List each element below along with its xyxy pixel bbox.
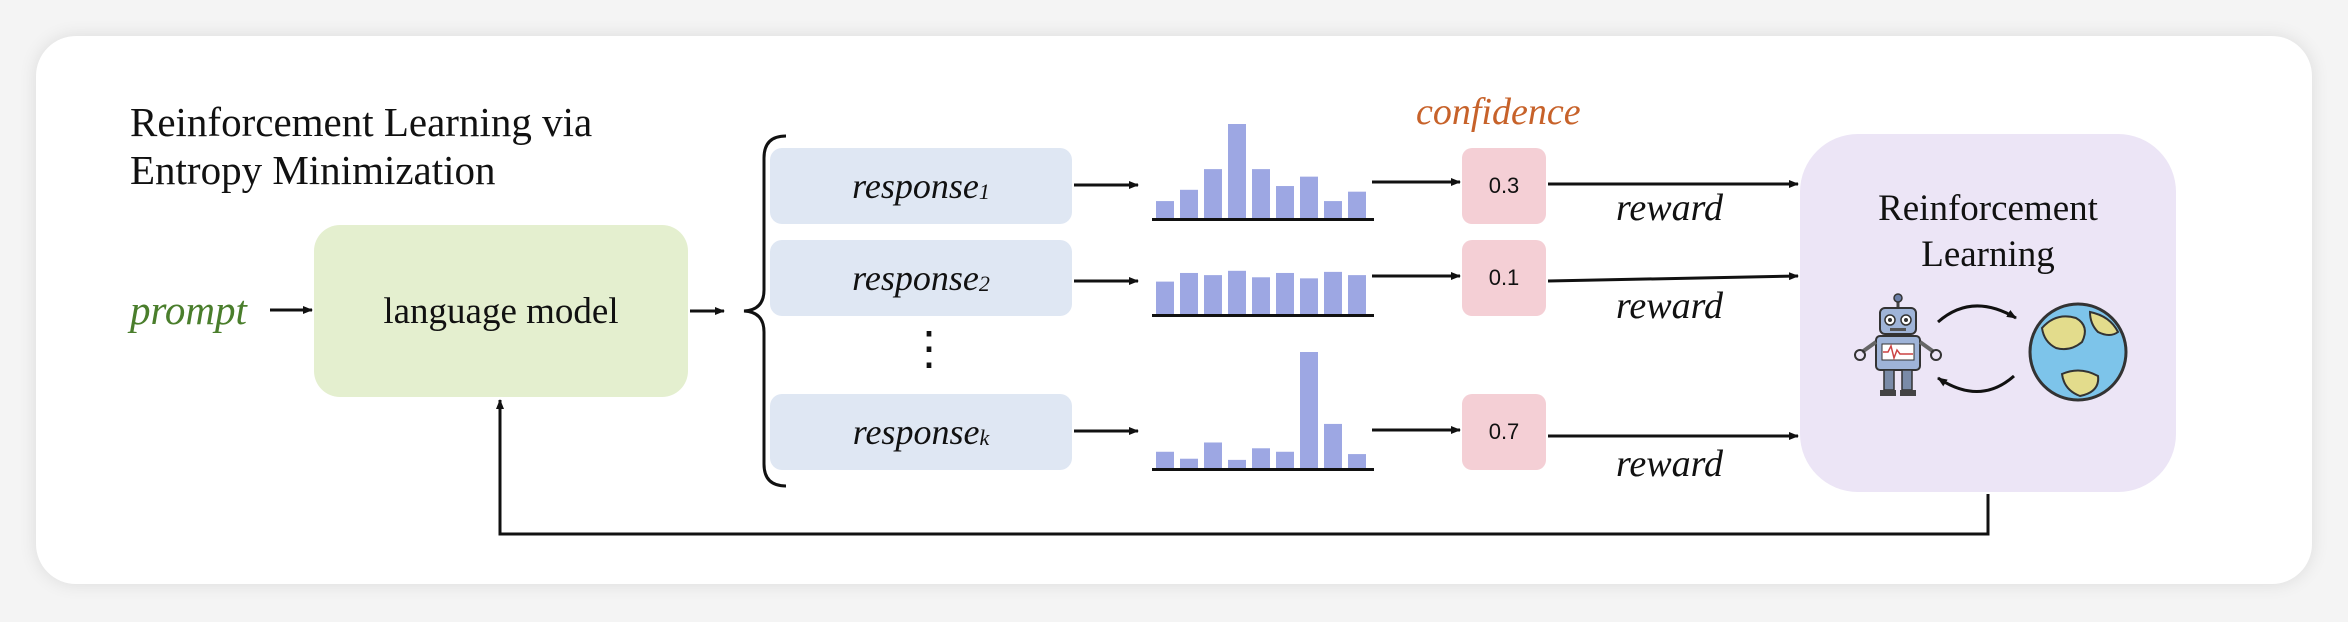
distribution-bar bbox=[1252, 169, 1270, 218]
globe-icon bbox=[2028, 302, 2128, 402]
distribution-bar bbox=[1252, 448, 1270, 468]
response-label: response bbox=[852, 412, 980, 452]
distribution-2 bbox=[1152, 270, 1374, 317]
confidence-box-k: 0.7 bbox=[1462, 394, 1546, 470]
cycle-arrows-icon bbox=[1937, 304, 2017, 393]
language-model-box: language model bbox=[314, 225, 688, 397]
distribution-bar bbox=[1276, 186, 1294, 218]
confidence-value: 0.1 bbox=[1488, 265, 1520, 290]
distribution-bar bbox=[1156, 201, 1174, 218]
prompt-label: prompt bbox=[130, 287, 247, 333]
arrow-conf2-to-rl bbox=[1547, 272, 1799, 283]
distribution-bar bbox=[1180, 189, 1198, 218]
distribution-bar bbox=[1228, 270, 1246, 314]
response-brace bbox=[743, 134, 787, 488]
confidence-value: 0.7 bbox=[1488, 419, 1520, 444]
response-label: response bbox=[852, 166, 979, 206]
distribution-bar bbox=[1348, 191, 1366, 218]
distribution-bar bbox=[1204, 442, 1222, 468]
distribution-bar bbox=[1324, 423, 1342, 468]
robot-icon bbox=[1854, 293, 1942, 396]
distribution-bar bbox=[1348, 454, 1366, 468]
confidence-label: confidence bbox=[1416, 91, 1581, 133]
distribution-bar bbox=[1252, 277, 1270, 314]
reinforcement-learning-box bbox=[1800, 134, 2176, 492]
confidence-box-1: 0.3 bbox=[1462, 148, 1546, 224]
distribution-bar bbox=[1300, 176, 1318, 218]
distribution-bar bbox=[1204, 169, 1222, 218]
distribution-bar bbox=[1156, 281, 1174, 314]
reinforcement-learning-title: Reinforcement Learning bbox=[1878, 188, 2098, 275]
distribution-bar bbox=[1300, 278, 1318, 314]
reward-label-k: reward bbox=[1616, 443, 1723, 485]
distribution-1 bbox=[1152, 124, 1374, 221]
distribution-bar bbox=[1324, 201, 1342, 218]
distribution-k bbox=[1152, 352, 1374, 471]
distribution-bar bbox=[1228, 459, 1246, 468]
reward-label-2: reward bbox=[1616, 285, 1723, 327]
distribution-bar bbox=[1276, 451, 1294, 468]
feedback-arrow bbox=[496, 399, 1990, 536]
response-label: response bbox=[852, 258, 979, 298]
reward-label-1: reward bbox=[1616, 187, 1723, 229]
distribution-bar bbox=[1180, 458, 1198, 468]
distribution-bar bbox=[1204, 275, 1222, 314]
confidence-box-2: 0.1 bbox=[1462, 240, 1546, 316]
distribution-bar bbox=[1300, 352, 1318, 468]
distribution-bar bbox=[1228, 124, 1246, 218]
confidence-value: 0.3 bbox=[1488, 173, 1520, 198]
distribution-bar bbox=[1276, 272, 1294, 314]
ellipsis-marker: ⋮ bbox=[906, 323, 952, 374]
distribution-bar bbox=[1348, 275, 1366, 314]
distribution-bar bbox=[1180, 272, 1198, 314]
distribution-bar bbox=[1324, 271, 1342, 314]
language-model-label: language model bbox=[383, 290, 619, 332]
diagram-title: Reinforcement Learning via Entropy Minim… bbox=[130, 99, 593, 193]
distribution-bar bbox=[1156, 451, 1174, 468]
